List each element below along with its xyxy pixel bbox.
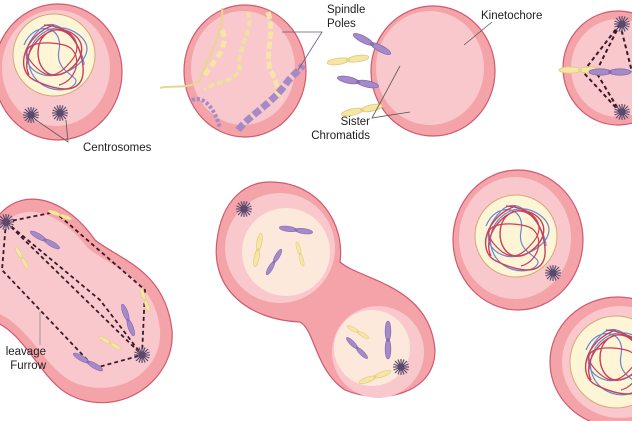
cleavage-furrow-label: leavage Furrow xyxy=(0,345,46,373)
label-line: Poles xyxy=(327,18,356,30)
cell-anaphase xyxy=(0,198,173,404)
centrosome-icon xyxy=(613,103,631,121)
kinetochore-label: Kinetochore xyxy=(481,10,543,22)
daughter-cell xyxy=(549,296,632,421)
centrosomes-pointer xyxy=(35,119,69,143)
cell-metaphase-spindle xyxy=(558,10,632,126)
label-line: Spindle xyxy=(327,4,366,16)
centrosome-icon xyxy=(392,358,410,376)
label-line: Chromatids xyxy=(311,130,370,142)
spindle-poles-pointer xyxy=(282,31,323,71)
sister-chromatids-pointer xyxy=(371,65,411,119)
spindle-poles-label: Spindle Poles xyxy=(327,3,365,31)
sister-chromatids-label: Sister Chromatids xyxy=(298,115,370,143)
centrosomes-label: Centrosomes xyxy=(83,142,152,154)
cell-telophase xyxy=(215,181,436,398)
centrosome-icon xyxy=(613,15,631,33)
centrosome-icon xyxy=(235,200,253,218)
centrosome-icon xyxy=(544,264,562,282)
daughter-cell xyxy=(452,169,584,311)
cell-prometaphase xyxy=(159,4,323,138)
label-line: leavage xyxy=(5,346,46,358)
label-line: Furrow xyxy=(10,360,46,372)
kinetochore-pointer xyxy=(463,21,493,46)
cell-prophase xyxy=(0,3,123,143)
cell-metaphase xyxy=(326,5,496,137)
centrosome-icon xyxy=(51,104,69,122)
centrosome-icon xyxy=(133,346,151,364)
label-line: Sister xyxy=(340,116,370,128)
